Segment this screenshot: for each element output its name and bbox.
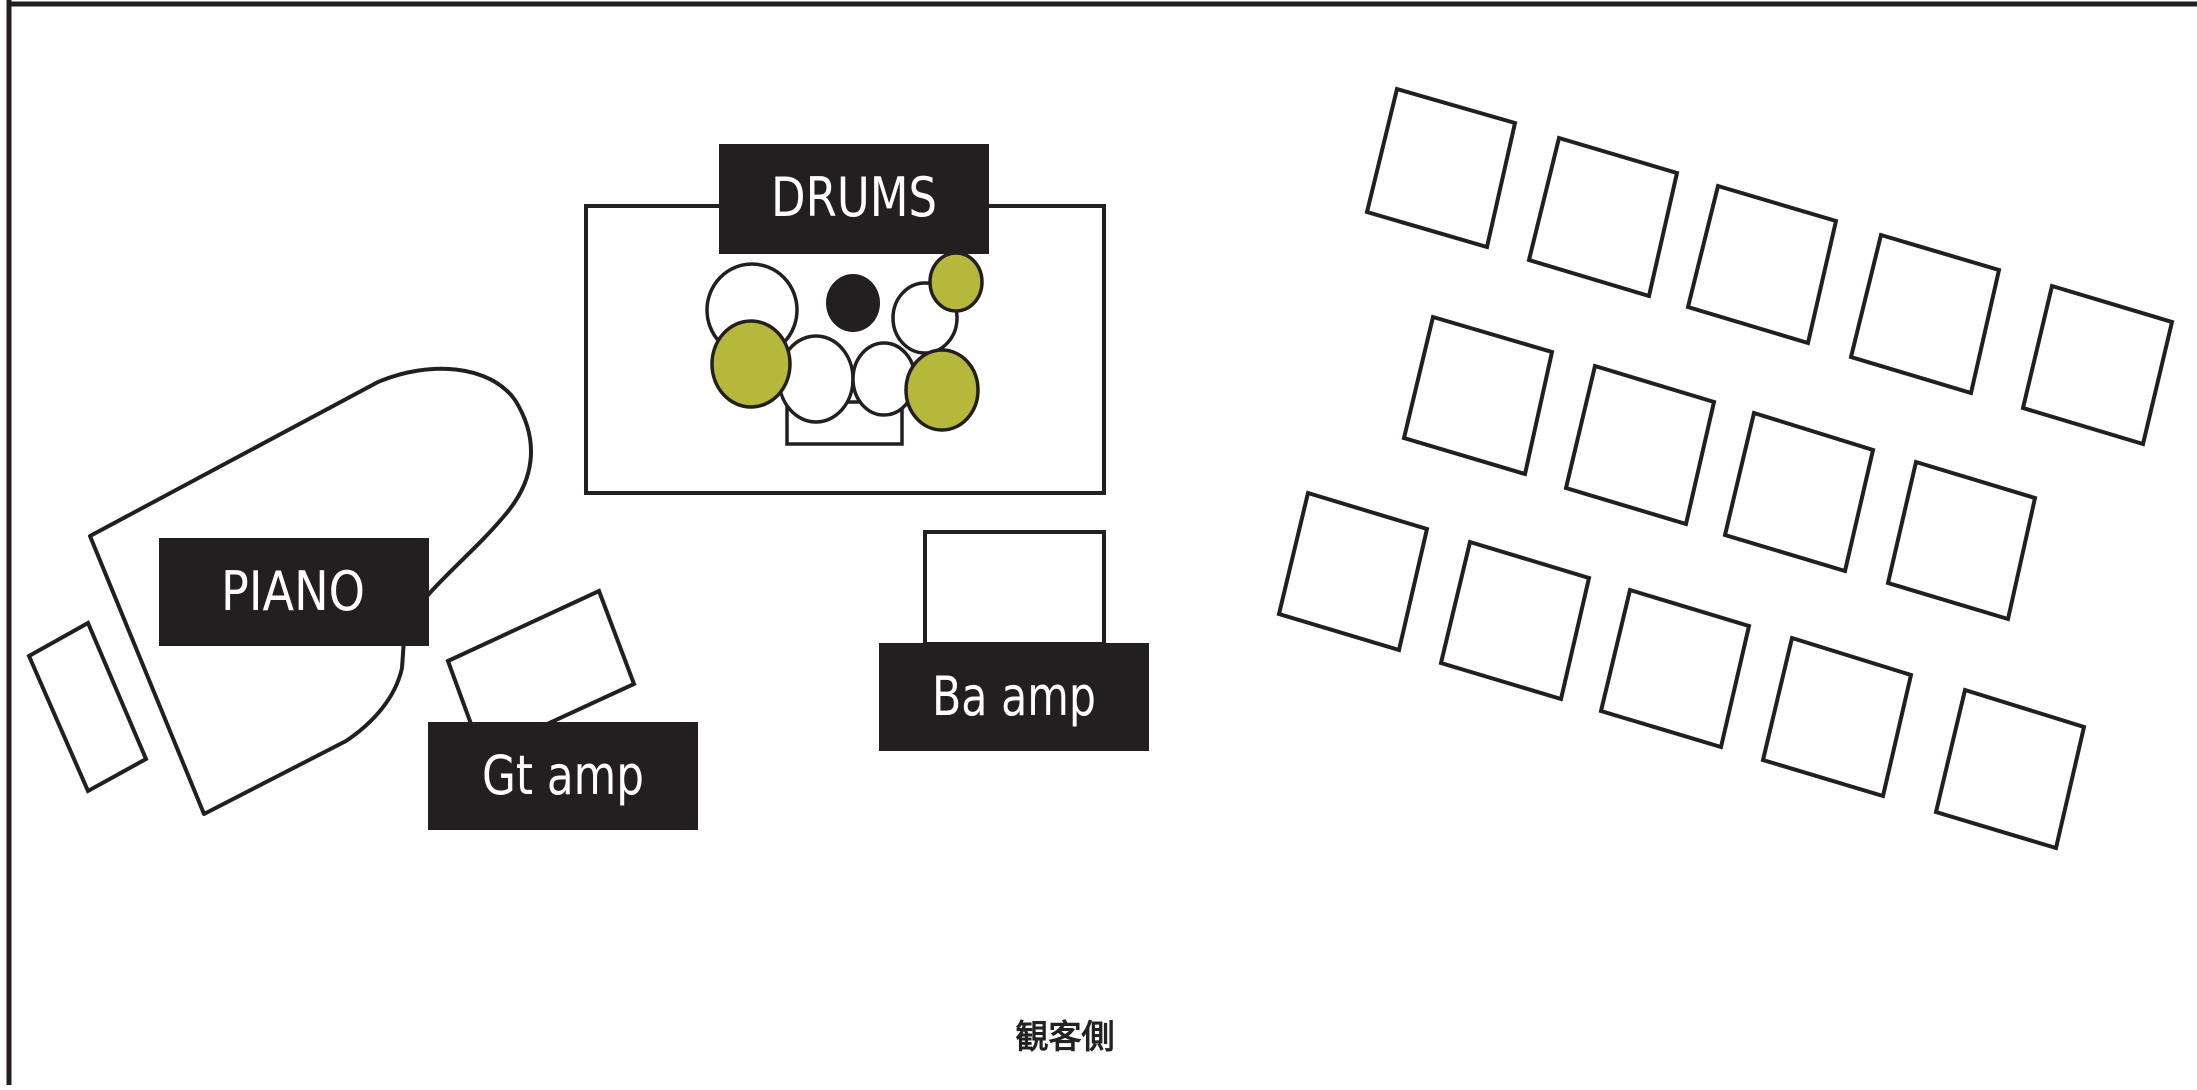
seat	[1760, 635, 1914, 799]
piano	[26, 366, 533, 816]
seat	[1848, 232, 2002, 396]
drum-kit	[705, 251, 984, 446]
snare-drum	[777, 334, 855, 424]
stage-frame	[6, 0, 2197, 1085]
seat	[2020, 283, 2175, 447]
drums-label: DRUMS	[719, 144, 989, 254]
audience-side-label: 観客側	[1016, 1017, 1115, 1056]
gt-amp-label: Gt amp	[428, 722, 698, 830]
bass-drum-circle	[826, 274, 880, 332]
seat	[1885, 459, 2038, 622]
audience-seats	[1276, 86, 2175, 851]
piano-label: PIANO	[159, 538, 429, 646]
seat	[1598, 587, 1752, 750]
cymbal-top-right	[928, 251, 984, 313]
seat	[1276, 490, 1430, 653]
seat	[1364, 86, 1518, 250]
seat	[1685, 183, 1839, 346]
piano-bench	[26, 620, 149, 794]
seat	[1438, 539, 1592, 702]
piano-body	[88, 366, 533, 816]
ba-amp-label-text: Ba amp	[932, 665, 1096, 728]
gt-amp-label-text: Gt amp	[482, 744, 644, 807]
seat	[1722, 410, 1876, 574]
seat	[1401, 314, 1555, 477]
cymbal-left	[710, 319, 792, 409]
seat	[1563, 363, 1717, 527]
cymbal-bottom-right	[904, 348, 980, 432]
seat	[1526, 135, 1680, 299]
ba-amp-label: Ba amp	[879, 643, 1149, 751]
bass-amp-box	[923, 530, 1106, 646]
drums-label-text: DRUMS	[771, 166, 937, 229]
seat	[1933, 687, 2087, 851]
bass-amp	[923, 530, 1106, 646]
piano-label-text: PIANO	[221, 560, 365, 623]
